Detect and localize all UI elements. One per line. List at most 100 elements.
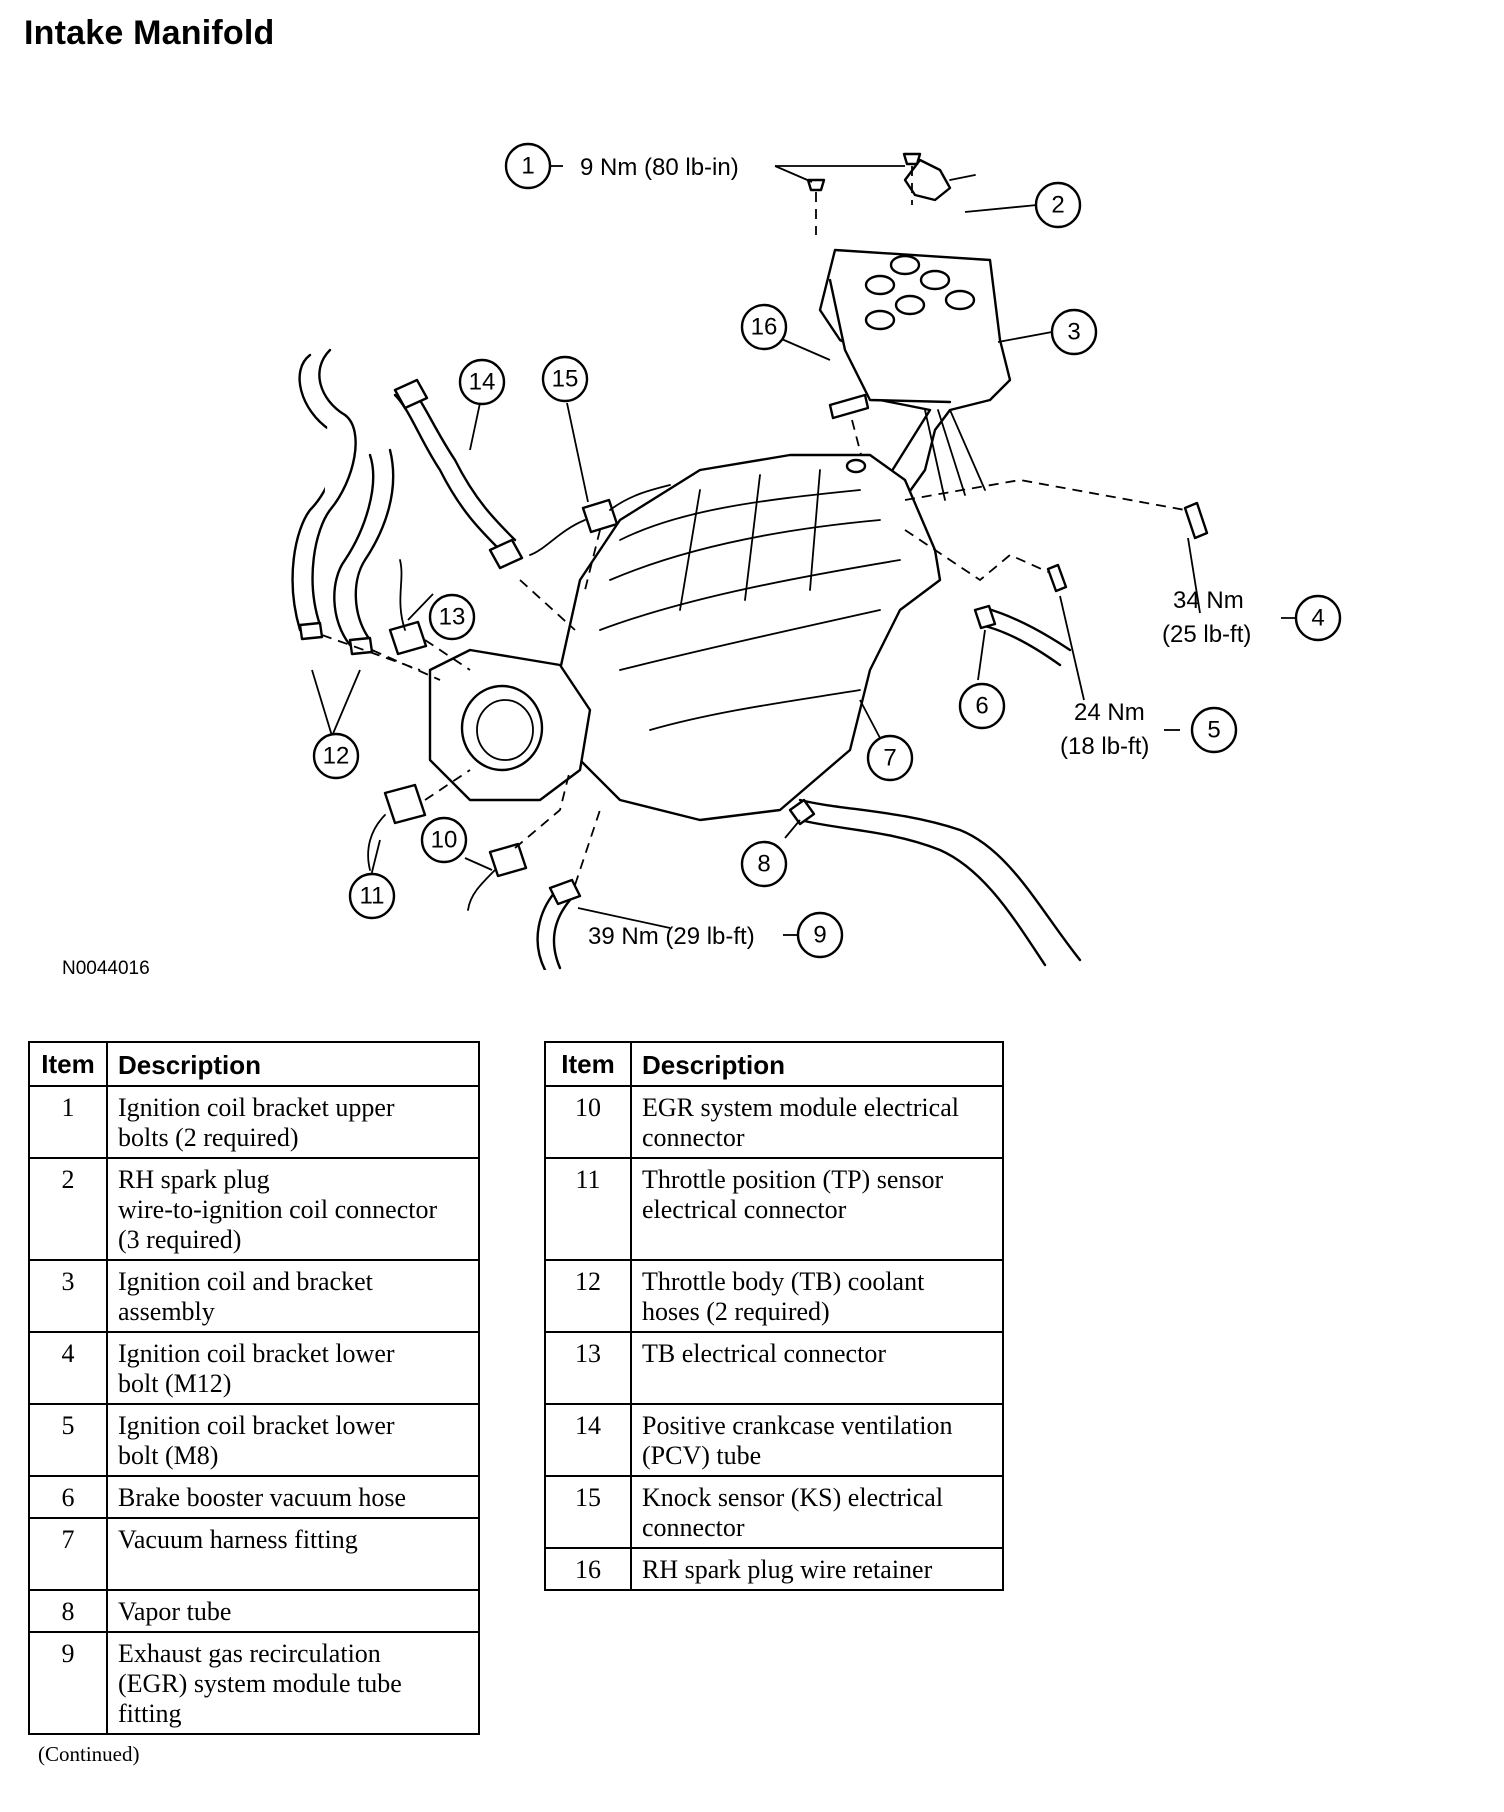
engine-illustration bbox=[291, 152, 1209, 970]
description-line: Ignition coil bracket lower bbox=[118, 1339, 395, 1368]
item-number: 3 bbox=[28, 1259, 108, 1333]
description-line: electrical connector bbox=[642, 1195, 847, 1224]
callout-16: 16 bbox=[740, 303, 788, 351]
callout-9: 9 bbox=[796, 911, 844, 959]
upper-bolts bbox=[806, 152, 922, 235]
description-line: Knock sensor (KS) electrical bbox=[642, 1483, 944, 1512]
description-line: Ignition coil and bracket bbox=[118, 1267, 373, 1296]
svg-text:8: 8 bbox=[757, 851, 770, 878]
description-line: Positive crankcase ventilation bbox=[642, 1411, 953, 1440]
callout-14: 14 bbox=[458, 358, 506, 406]
callout-3: 3 bbox=[1050, 308, 1098, 356]
svg-text:6: 6 bbox=[975, 693, 988, 720]
svg-text:5: 5 bbox=[1207, 717, 1220, 744]
description-line: TB electrical connector bbox=[642, 1339, 886, 1368]
description-line: hoses (2 required) bbox=[642, 1297, 830, 1326]
svg-text:10: 10 bbox=[431, 827, 458, 854]
item-description: Vacuum harness fitting bbox=[106, 1517, 480, 1591]
description-line: Ignition coil bracket lower bbox=[118, 1411, 395, 1440]
item-number: 15 bbox=[544, 1475, 632, 1549]
torque-label-1: 9 Nm (80 lb-in) bbox=[580, 154, 739, 181]
vapor-tube bbox=[788, 798, 1082, 967]
intake-manifold-diagram: 1 9 Nm (80 lb-in) 2 3 34 Nm (25 lb-ft) 4… bbox=[291, 142, 1342, 970]
ignition-coil-bracket bbox=[818, 158, 1012, 507]
description-line: Throttle position (TP) sensor bbox=[642, 1165, 944, 1194]
header-description: Description bbox=[630, 1041, 1004, 1087]
item-description: Positive crankcase ventilation(PCV) tube bbox=[630, 1403, 1004, 1477]
description-line: connector bbox=[642, 1123, 745, 1152]
page-title: Intake Manifold bbox=[24, 14, 275, 52]
torque-label-4-imp: (25 lb-ft) bbox=[1162, 621, 1251, 648]
description-line: connector bbox=[642, 1513, 745, 1542]
item-description: Brake booster vacuum hose bbox=[106, 1475, 480, 1519]
wire-retainer bbox=[828, 393, 870, 420]
description-line: EGR system module electrical bbox=[642, 1093, 959, 1122]
item-number: 13 bbox=[544, 1331, 632, 1405]
description-line: bolt (M8) bbox=[118, 1441, 219, 1470]
description-line: Brake booster vacuum hose bbox=[118, 1483, 407, 1512]
description-line: assembly bbox=[118, 1297, 215, 1326]
item-number: 10 bbox=[544, 1085, 632, 1159]
description-line: fitting bbox=[118, 1699, 182, 1728]
item-number: 8 bbox=[28, 1589, 108, 1633]
egr-tube bbox=[536, 809, 601, 970]
pcv-tube bbox=[393, 378, 576, 631]
table-row: 13 TB electrical connector bbox=[544, 1331, 1004, 1405]
callout-8: 8 bbox=[740, 840, 788, 888]
svg-text:13: 13 bbox=[439, 604, 466, 631]
torque-label-9: 39 Nm (29 lb-ft) bbox=[588, 923, 755, 950]
callout-11: 11 bbox=[348, 872, 396, 920]
header-item: Item bbox=[28, 1041, 108, 1087]
description-line: Vacuum harness fitting bbox=[118, 1525, 358, 1554]
description-line: bolt (M12) bbox=[118, 1369, 232, 1398]
item-number: 7 bbox=[28, 1517, 108, 1591]
svg-text:7: 7 bbox=[883, 745, 896, 772]
item-number: 9 bbox=[28, 1631, 108, 1735]
svg-text:14: 14 bbox=[469, 369, 496, 396]
svg-text:15: 15 bbox=[552, 366, 579, 393]
description-line bbox=[118, 1555, 470, 1585]
item-number: 14 bbox=[544, 1403, 632, 1477]
callout-7: 7 bbox=[866, 734, 914, 782]
intake-manifold bbox=[558, 453, 942, 822]
callout-1: 1 bbox=[504, 142, 552, 190]
svg-text:9: 9 bbox=[813, 922, 826, 949]
brake-booster-hose bbox=[973, 604, 1072, 667]
description-line: RH spark plug bbox=[118, 1165, 270, 1194]
torque-label-4-nm: 34 Nm bbox=[1173, 587, 1244, 614]
description-line bbox=[642, 1369, 994, 1399]
coolant-hoses bbox=[291, 348, 441, 681]
header-description: Description bbox=[106, 1041, 480, 1087]
continued-note: (Continued) bbox=[38, 1742, 140, 1766]
description-line: Vapor tube bbox=[118, 1597, 232, 1626]
table-row: 7 Vacuum harness fitting bbox=[28, 1517, 480, 1591]
description-line: (3 required) bbox=[118, 1225, 242, 1254]
description-line: Throttle body (TB) coolant bbox=[642, 1267, 925, 1296]
description-line: wire-to-ignition coil connector bbox=[118, 1195, 438, 1224]
figure-id: N0044016 bbox=[62, 958, 150, 979]
callout-2: 2 bbox=[1034, 181, 1082, 229]
connectors bbox=[367, 484, 671, 911]
svg-text:12: 12 bbox=[323, 743, 350, 770]
callout-6: 6 bbox=[958, 682, 1006, 730]
callout-15: 15 bbox=[541, 355, 589, 403]
lower-bolts bbox=[904, 479, 1209, 593]
description-line: bolts (2 required) bbox=[118, 1123, 299, 1152]
callout-13: 13 bbox=[428, 593, 476, 641]
description-line: Ignition coil bracket upper bbox=[118, 1093, 395, 1122]
callout-10: 10 bbox=[420, 816, 468, 864]
